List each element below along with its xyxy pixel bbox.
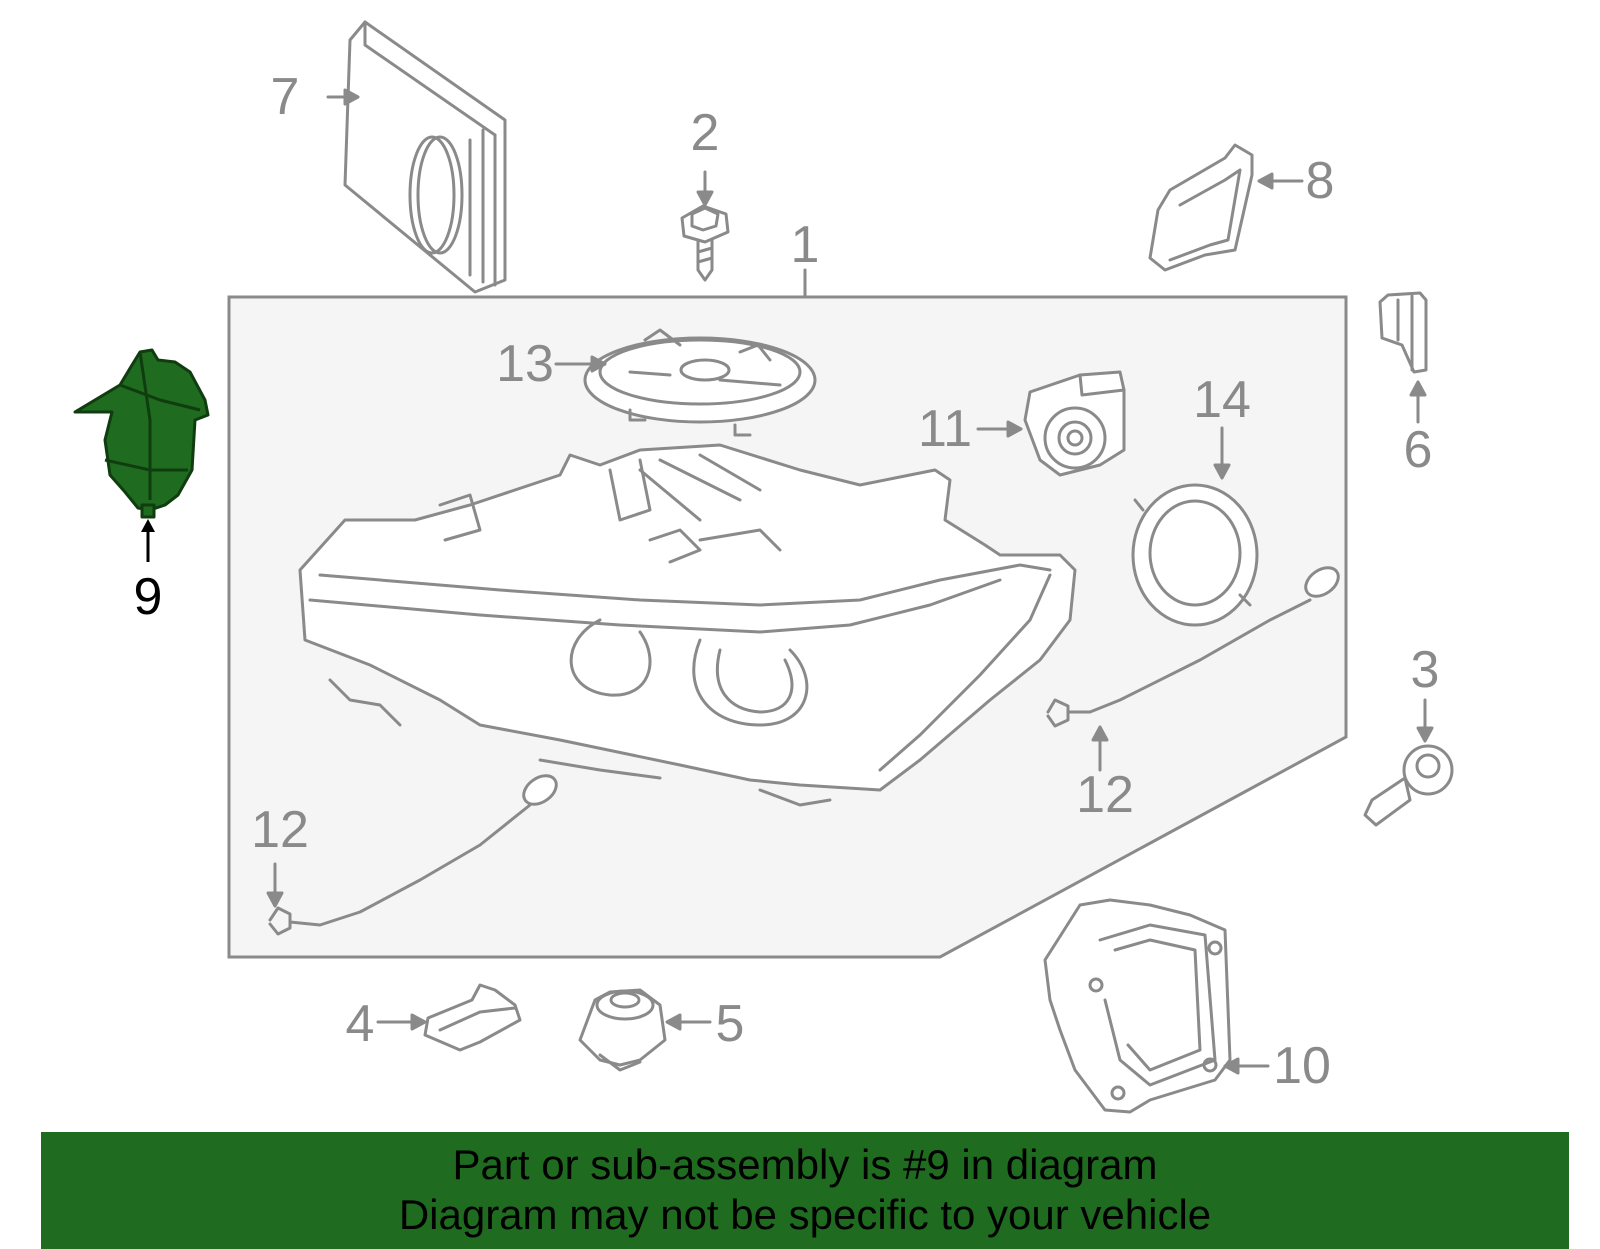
arrow-10: [1223, 1057, 1240, 1075]
part-12-wire-right: [1046, 566, 1340, 728]
callout-2: 2: [690, 104, 720, 162]
callout-14: 14: [1193, 371, 1251, 429]
arrow-7: [343, 88, 360, 106]
part-3-screw: [1363, 744, 1454, 827]
part-10-cover: [1043, 898, 1232, 1114]
part-1-headlamp: [298, 443, 1077, 807]
callout-11: 11: [918, 400, 972, 458]
arrow-5: [665, 1013, 682, 1031]
banner-line-1: Part or sub-assembly is #9 in diagram: [452, 1141, 1158, 1188]
part-2-bolt: [680, 204, 730, 282]
footer-banner: Part or sub-assembly is #9 in diagram Di…: [41, 1132, 1569, 1249]
callout-10: 10: [1273, 1037, 1331, 1095]
banner-background: [41, 1132, 1569, 1249]
part-13-cap: [583, 328, 817, 437]
arrow-4: [410, 1013, 427, 1031]
callout-13: 13: [496, 335, 554, 393]
arrow-12b: [1091, 725, 1109, 742]
callout-9: 9: [133, 568, 163, 626]
callout-7: 7: [270, 68, 300, 126]
arrow-2: [696, 190, 714, 207]
callout-3: 3: [1410, 641, 1440, 699]
arrow-12a: [266, 891, 284, 908]
callout-5: 5: [715, 995, 745, 1053]
part-14-seal-ring: [1131, 483, 1259, 627]
arrow-3: [1416, 726, 1434, 743]
part-9-highlighted: [73, 348, 210, 519]
arrow-11: [1006, 420, 1023, 438]
callout-6: 6: [1403, 421, 1433, 479]
arrow-8: [1257, 172, 1274, 190]
callout-4: 4: [345, 995, 375, 1053]
part-12-wire-left: [268, 774, 558, 936]
callout-12-right: 12: [1076, 766, 1134, 824]
part-4-clip: [423, 983, 522, 1052]
arrow-9: [141, 519, 155, 532]
part-5-grommet: [578, 988, 667, 1072]
arrow-13: [590, 355, 607, 373]
part-8-bracket: [1148, 143, 1254, 272]
arrow-14: [1213, 463, 1231, 480]
part-6-clip: [1378, 291, 1428, 374]
arrow-6: [1409, 380, 1427, 397]
part-11-motor: [1023, 370, 1126, 477]
banner-line-2: Diagram may not be specific to your vehi…: [398, 1191, 1212, 1238]
part-7-control-module: [343, 20, 507, 294]
callout-12-left: 12: [251, 801, 309, 859]
callout-1: 1: [790, 216, 820, 274]
callout-8: 8: [1305, 152, 1335, 210]
